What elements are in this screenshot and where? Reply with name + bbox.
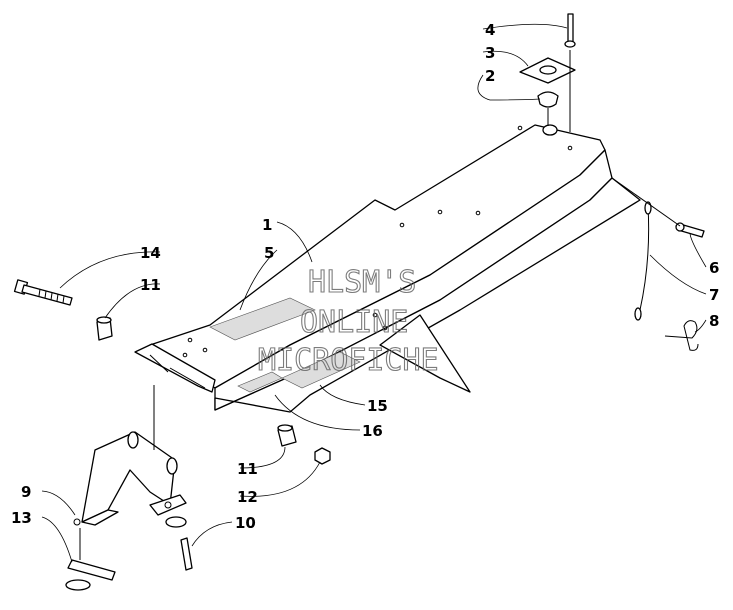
watermark-line-3: MICROFICHE (258, 343, 439, 378)
callout-16: 16 (362, 422, 383, 440)
callout-14: 14 (140, 244, 161, 262)
leader-lines (41, 23, 707, 563)
washer-9 (165, 516, 187, 528)
assembly-lines (79, 50, 681, 560)
callout-11-bottom: 11 (237, 460, 258, 478)
callout-5: 5 (264, 244, 274, 262)
watermark-line-1: HLSM'S (308, 265, 416, 300)
callout-10: 10 (235, 514, 256, 532)
callouts: 1 2 3 4 5 6 7 8 9 10 11 11 12 13 14 15 1… (11, 21, 719, 532)
callout-13: 13 (11, 509, 32, 527)
callout-8: 8 (709, 312, 719, 330)
cable-assembly (634, 201, 705, 351)
decal-15 (281, 351, 361, 389)
bushing-11-bottom (277, 424, 297, 447)
mount-assembly (519, 13, 576, 108)
callout-1: 1 (262, 216, 272, 234)
decal-5 (209, 297, 316, 341)
watermark-line-2: ONLINE (300, 305, 408, 340)
callout-2: 2 (485, 67, 495, 85)
callout-11-top: 11 (140, 276, 161, 294)
pin-10 (180, 537, 193, 571)
bracket (73, 431, 187, 526)
callout-15: 15 (367, 397, 388, 415)
decal-16 (237, 371, 283, 393)
skid-plate (134, 124, 641, 413)
callout-7: 7 (709, 286, 719, 304)
strap-13 (67, 559, 116, 581)
bolt-14 (13, 279, 73, 306)
callout-12: 12 (237, 488, 258, 506)
bushing-11-top (96, 316, 113, 341)
callout-4: 4 (485, 21, 495, 39)
callout-6: 6 (709, 259, 719, 277)
callout-3: 3 (485, 44, 495, 62)
callout-9: 9 (21, 483, 31, 501)
watermark: HLSM'S ONLINE MICROFICHE (257, 264, 439, 378)
nut-12 (314, 447, 331, 465)
washer-13 (65, 579, 91, 591)
